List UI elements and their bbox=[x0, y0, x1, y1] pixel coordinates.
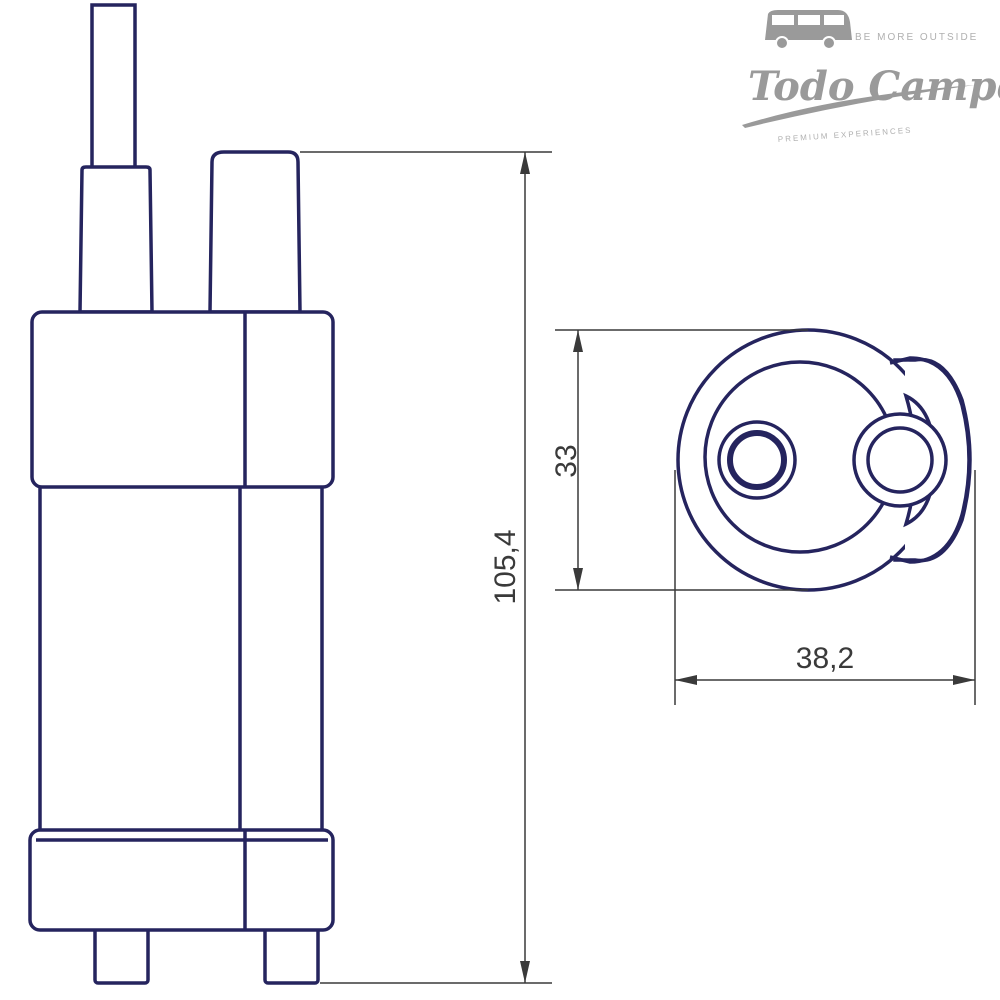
right-nozzle bbox=[208, 150, 302, 314]
upper-cap bbox=[30, 310, 335, 489]
pump-top-view bbox=[676, 328, 972, 592]
pump-side-view bbox=[28, 3, 335, 985]
head-height-dimension: 33 bbox=[550, 329, 808, 591]
svg-text:PREMIUM EXPERIENCES: PREMIUM EXPERIENCES bbox=[778, 126, 913, 144]
head-width-dimension: 38,2 bbox=[674, 470, 976, 705]
right-pin bbox=[263, 923, 320, 985]
height-dimension: 105,4 bbox=[300, 151, 552, 984]
body bbox=[38, 483, 324, 834]
svg-text:BE MORE OUTSIDE: BE MORE OUTSIDE bbox=[855, 32, 978, 43]
height-label: 105,4 bbox=[489, 529, 522, 604]
left-pin bbox=[93, 923, 150, 985]
todo-campers-logo: BE MORE OUTSIDE Todo Campers PREMIUM EXP… bbox=[742, 10, 1000, 144]
lower-cap bbox=[28, 828, 335, 932]
cable bbox=[90, 3, 137, 172]
head-height-label: 33 bbox=[550, 444, 583, 477]
left-nozzle bbox=[78, 165, 154, 314]
head-width-label: 38,2 bbox=[796, 642, 854, 675]
